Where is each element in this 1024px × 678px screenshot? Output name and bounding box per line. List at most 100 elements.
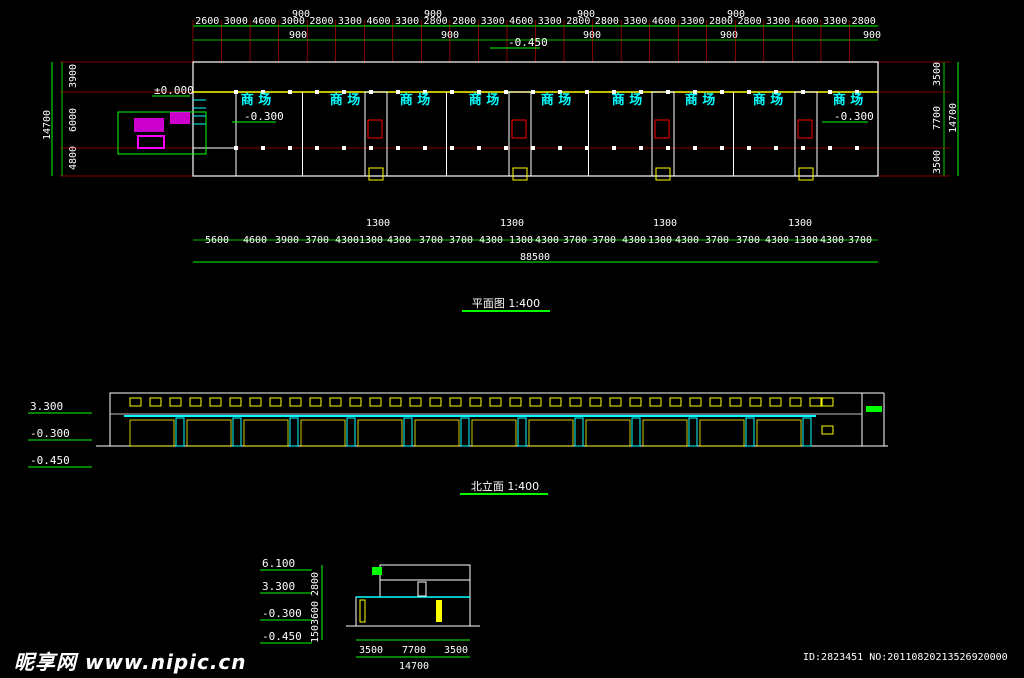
- elevation-window: [389, 397, 402, 407]
- entrance-door: [745, 417, 755, 447]
- left-dim-1: 3900: [68, 64, 79, 88]
- elevation-window: [709, 397, 722, 407]
- column: [396, 146, 400, 150]
- section-upper-floor: [379, 564, 471, 598]
- shopfront: [186, 419, 232, 447]
- column: [234, 146, 238, 150]
- section-level-4: -0.450: [262, 630, 302, 643]
- shopfront: [642, 419, 688, 447]
- section-vdim-3: 150: [310, 625, 321, 643]
- stair-entry: [798, 167, 814, 181]
- column: [315, 90, 319, 94]
- right-dim-1: 3500: [932, 62, 943, 86]
- bottom-dim-label: 5600: [205, 235, 229, 246]
- column: [531, 90, 535, 94]
- column: [504, 90, 508, 94]
- top-dim-label: 2800: [452, 16, 476, 27]
- left-dim-3: 4800: [68, 146, 79, 170]
- column: [558, 146, 562, 150]
- elevation-window: [529, 397, 542, 407]
- section-bdim-1: 3500: [359, 645, 383, 656]
- elevation-window: [809, 397, 822, 407]
- room-label: 商 场: [541, 92, 572, 108]
- entrance-door: [175, 417, 185, 447]
- section-vdim-1: 2800: [310, 572, 321, 596]
- shopfront: [129, 419, 175, 447]
- stair-dim-label: 1300: [653, 218, 677, 229]
- shopfront: [528, 419, 574, 447]
- elevation-window: [209, 397, 222, 407]
- column: [639, 90, 643, 94]
- column: [288, 90, 292, 94]
- elevation-window: [189, 397, 202, 407]
- bottom-dim-label: 3900: [275, 235, 299, 246]
- top-marker-label: 900: [720, 30, 738, 41]
- elevation-window: [769, 397, 782, 407]
- top-dim-label: 2800: [738, 16, 762, 27]
- shop-bays: [234, 90, 859, 181]
- elevation-window: [229, 397, 242, 407]
- column: [450, 146, 454, 150]
- elevation-window: [309, 397, 322, 407]
- elevation-window: [249, 397, 262, 407]
- column: [342, 146, 346, 150]
- left-dim-2: 6000: [68, 108, 79, 132]
- column: [747, 90, 751, 94]
- stair-dim-label: 1300: [788, 218, 812, 229]
- elevation-window: [149, 397, 162, 407]
- top-marker-label: 900: [863, 30, 881, 41]
- building-outline: [192, 61, 879, 177]
- column: [693, 90, 697, 94]
- entrance-landscape: [117, 111, 207, 155]
- elevation-window: [609, 397, 622, 407]
- top-dim-label: 3300: [823, 16, 847, 27]
- column: [477, 90, 481, 94]
- bottom-dim-label: 3700: [736, 235, 760, 246]
- bottom-dim-label: 3700: [848, 235, 872, 246]
- plan-caption: 平面图 1:400: [472, 297, 540, 310]
- column: [342, 90, 346, 94]
- stair: [797, 119, 813, 139]
- stair-core: [651, 91, 675, 177]
- right-total-dim: 14700: [948, 103, 959, 133]
- stair-core: [794, 91, 818, 177]
- stair: [511, 119, 527, 139]
- bottom-dim-label: 3700: [563, 235, 587, 246]
- column: [585, 146, 589, 150]
- section-view: 6.100 3.300 -0.300 -0.450 2800 3600 150 …: [260, 557, 480, 672]
- room-label: 商 场: [469, 92, 500, 108]
- shopfront: [756, 419, 802, 447]
- column: [666, 146, 670, 150]
- bottom-dim-label: 1300: [648, 235, 672, 246]
- elev-level-1: 3.300: [30, 400, 63, 413]
- bottom-dim-label: 4300: [622, 235, 646, 246]
- column: [855, 146, 859, 150]
- column: [423, 90, 427, 94]
- bottom-dim-label: 4300: [820, 235, 844, 246]
- entrance-door: [517, 417, 527, 447]
- partition: [302, 92, 303, 176]
- stair: [367, 119, 383, 139]
- shopfront: [357, 419, 403, 447]
- column: [720, 146, 724, 150]
- top-dim-label: 3300: [538, 16, 562, 27]
- section-bdim-3: 3500: [444, 645, 468, 656]
- bottom-dim-label: 1300: [794, 235, 818, 246]
- elevation-window: [169, 397, 182, 407]
- section-vdim-2: 3600: [310, 601, 321, 625]
- bottom-dim-label: 4300: [387, 235, 411, 246]
- elevation-caption: 北立面 1:400: [471, 479, 539, 493]
- elevation-window: [129, 397, 142, 407]
- top-marker-label: 900: [583, 30, 601, 41]
- entrance-door: [460, 417, 470, 447]
- column: [450, 90, 454, 94]
- bottom-dim-label: 3700: [592, 235, 616, 246]
- bottom-dim-label: 3700: [449, 235, 473, 246]
- elev-level-2: -0.300: [30, 427, 70, 440]
- stair-dim-label: 1300: [366, 218, 390, 229]
- elev-level-3: -0.450: [30, 454, 70, 467]
- column: [504, 146, 508, 150]
- column: [828, 146, 832, 150]
